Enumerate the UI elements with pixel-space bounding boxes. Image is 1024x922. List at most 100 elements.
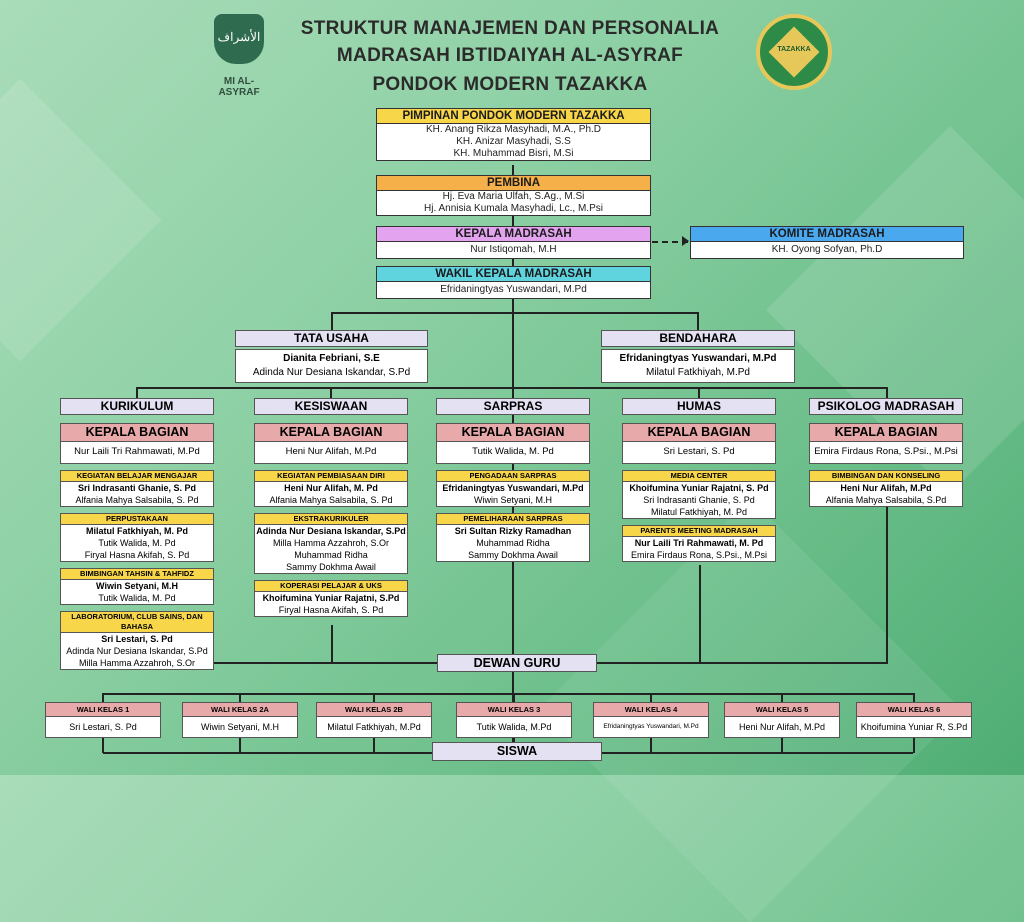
department-title: PSIKOLOG MADRASAH (809, 398, 963, 415)
tata-usaha-title: TATA USAHA (235, 330, 428, 347)
logo-caption: MI AL-ASYRAF (218, 76, 260, 98)
member: KH. Anang Rikza Masyhadi, M.A., Ph.D (425, 124, 602, 135)
section-title: BIMBINGAN DAN KONSELING (810, 471, 962, 482)
pembina-box: PEMBINA Hj. Eva Maria Ulfah, S.Ag., M.Si… (376, 175, 651, 216)
member: Adinda Nur Desiana Iskandar, S.Pd (252, 367, 411, 378)
connector (781, 738, 783, 753)
connector (331, 312, 698, 314)
member: Sri Sultan Rizky Ramadhan (454, 526, 572, 536)
arrow-icon (682, 236, 689, 246)
member: Heni Nur Alifah, M. Pd (284, 483, 378, 493)
member: KH. Oyong Sofyan, Ph.D (771, 244, 883, 255)
member: Muhammad Ridha (476, 538, 550, 548)
department-title: SARPRAS (436, 398, 590, 415)
kepala-bagian-name: Sri Lestari, S. Pd (622, 442, 776, 464)
connector (913, 738, 915, 753)
bendahara-box: BENDAHARA Efridaningtyas Yuswandari, M.P… (601, 330, 795, 383)
member: Wiwin Setyani, M.H (96, 581, 178, 591)
section-title: PENGADAAN SARPRAS (437, 471, 589, 482)
logo-text: TAZAKKA (777, 46, 811, 53)
member: Firyal Hasna Akifah, S. Pd (84, 550, 190, 560)
member: Efridaningtyas Yuswandari, M.Pd (619, 353, 777, 364)
department-title: KURIKULUM (60, 398, 214, 415)
member: Sammy Dokhma Awail (468, 550, 558, 560)
connector (330, 387, 332, 398)
wali-kelas-name: Heni Nur Alifah, M.Pd (738, 722, 826, 732)
wali-kelas-title: WALI KELAS 2B (317, 703, 431, 717)
member: Sri Indrasanti Ghanie, S. Pd (643, 495, 755, 505)
kepala-bagian-label: KEPALA BAGIAN (436, 423, 590, 442)
kepala-bagian-label: KEPALA BAGIAN (622, 423, 776, 442)
kepala-bagian-name: Tutik Walida, M. Pd (436, 442, 590, 464)
connector (102, 738, 104, 753)
left-logo: الأشراف MI AL-ASYRAF (205, 14, 273, 98)
section-title: LABORATORIUM, CLUB SAINS, DAN BAHASA (61, 612, 213, 633)
wali-kelas-name: Wiwin Setyani, M.H (200, 722, 280, 732)
wali-kelas-title: WALI KELAS 6 (857, 703, 971, 717)
kepala-bagian-label: KEPALA BAGIAN (809, 423, 963, 442)
pembina-title: PEMBINA (377, 176, 650, 191)
wali-kelas-name: Khoifumina Yuniar R, S.Pd (860, 722, 968, 732)
member: Wiwin Setyani, M.H (473, 495, 553, 505)
connector (103, 693, 913, 695)
section-title: EKSTRAKURIKULER (255, 514, 407, 525)
title-line-1: STRUKTUR MANAJEMEN DAN PERSONALIA (300, 18, 720, 39)
tazakka-logo: TAZAKKA (756, 14, 832, 90)
pimpinan-box: PIMPINAN PONDOK MODERN TAZAKKA KH. Anang… (376, 108, 651, 161)
kepala-bagian-name: Nur Laili Tri Rahmawati, M.Pd (60, 442, 214, 464)
connector (102, 693, 104, 702)
section-title: PEMELIHARAAN SARPRAS (437, 514, 589, 525)
department-title: KESISWAAN (254, 398, 408, 415)
member: Dianita Febriani, S.E (283, 353, 380, 364)
connector (650, 693, 652, 702)
connector (650, 738, 652, 753)
wali-kelas-name: Milatul Fatkhiyah, M.Pd (327, 722, 421, 732)
member: Tutik Walida, M. Pd (98, 538, 176, 548)
connector (373, 693, 375, 702)
member: Milla Hamma Azzahroh, S.Or (272, 538, 390, 548)
member: Sammy Dokhma Awail (286, 562, 376, 572)
wali-kelas-title: WALI KELAS 4 (594, 703, 708, 717)
connector (239, 738, 241, 753)
connector (886, 387, 888, 398)
komite-title: KOMITE MADRASAH (691, 227, 963, 242)
dashed-connector (652, 241, 688, 243)
member: Milla Hamma Azzahroh, S.Or (78, 658, 196, 668)
member: Adinda Nur Desiana Iskandar, S.Pd (256, 526, 406, 536)
member: Hj. Annisia Kumala Masyhadi, Lc., M.Psi (424, 203, 603, 214)
member: Muhammad Ridha (294, 550, 368, 560)
member: Nur Laili Tri Rahmawati, M. Pd (634, 538, 764, 548)
title-line-2: MADRASAH IBTIDAIYAH AL-ASYRAF (336, 45, 684, 66)
department-title: HUMAS (622, 398, 776, 415)
section-title: MEDIA CENTER (623, 471, 775, 482)
connector (886, 505, 888, 663)
dewan-guru-box: DEWAN GURU (437, 654, 597, 672)
bendahara-title: BENDAHARA (601, 330, 795, 347)
kepala-bagian-label: KEPALA BAGIAN (60, 423, 214, 442)
wali-kelas-box: WALI KELAS 2A Wiwin Setyani, M.H (182, 702, 298, 738)
connector (698, 387, 700, 398)
member: Emira Firdaus Rona, S.Psi., M.Psi (630, 550, 768, 560)
kepala-madrasah-box: KEPALA MADRASAH Nur Istiqomah, M.H (376, 226, 651, 259)
member: Milatul Fatkhiyah, M. Pd (650, 507, 748, 517)
komite-box: KOMITE MADRASAH KH. Oyong Sofyan, Ph.D (690, 226, 964, 259)
section-title: KOPERASI PELAJAR & UKS (255, 581, 407, 592)
wakil-title: WAKIL KEPALA MADRASAH (377, 267, 650, 282)
wali-kelas-title: WALI KELAS 2A (183, 703, 297, 717)
connector (136, 387, 138, 398)
member: Khoifumina Yuniar Rajatni, S. Pd (629, 483, 769, 493)
